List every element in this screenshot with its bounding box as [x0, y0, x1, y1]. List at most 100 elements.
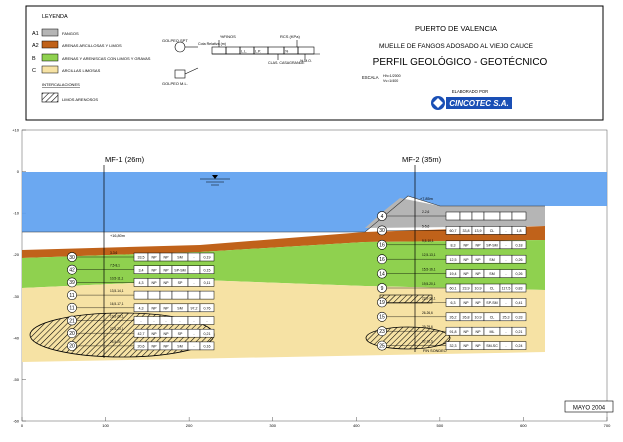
spt-value: 20	[69, 331, 75, 337]
x-tick-label: 500	[437, 423, 444, 428]
spt-value: 16	[379, 257, 385, 263]
data-cell-value: 0,41	[516, 301, 523, 305]
data-cell-value: NP	[152, 256, 158, 260]
legend-swatch	[41, 53, 59, 62]
y-tick-label: -50	[13, 377, 20, 382]
spt-value: 11	[69, 306, 74, 312]
layer-a2	[22, 226, 545, 258]
data-cell-value: NP	[476, 344, 482, 348]
data-cell-value: 33,8	[463, 229, 470, 233]
data-cell-value: 25,3	[503, 315, 510, 319]
data-cell-value: 10,9	[475, 315, 482, 319]
data-cell-value: CL	[490, 229, 495, 233]
data-cell-value: 26,8	[463, 315, 470, 319]
sample-depth: 32-32,6	[422, 340, 433, 344]
data-cell-value: 60,7	[450, 229, 457, 233]
y-tick-label: -40	[13, 335, 20, 340]
y-tick-label: -20	[13, 252, 20, 257]
data-cell-value: 33,5	[138, 256, 145, 260]
data-cell-value: 0,26	[516, 258, 523, 262]
data-cell-value: -	[193, 345, 195, 349]
data-cell	[511, 326, 527, 336]
spt-value: 42	[69, 268, 75, 274]
data-cell-value: -	[193, 281, 195, 285]
spt-value: 21	[69, 318, 75, 324]
sample-depth: 16,5-17,1	[110, 302, 124, 306]
sample-depth: 3-3,6	[110, 251, 117, 255]
data-cell-value: 3,4	[139, 268, 144, 272]
spt-value: 25	[379, 343, 385, 349]
data-cell-value: 0,21	[204, 332, 211, 336]
sample-depth: 2-2,6	[422, 210, 429, 214]
sample-depth: 10,5-11,1	[110, 276, 123, 280]
data-cell-value: 13,9	[475, 229, 482, 233]
spt-value: 19	[379, 300, 385, 306]
data-cell-value: 8,3	[451, 243, 456, 247]
data-cell-value: 0,83	[516, 287, 523, 291]
data-cell-value: NP	[152, 306, 158, 310]
data-cell-value: NP	[164, 332, 170, 336]
data-cell-value: SM	[177, 306, 182, 310]
data-cell-value: 60,1	[450, 287, 457, 291]
data-cell-value: 4,3	[139, 306, 144, 310]
data-cell-value: -	[505, 344, 507, 348]
header-project: MUELLE DE FANGOS ADOSADO AL VIEJO CAUCE	[379, 43, 534, 50]
data-cell-value: NP	[464, 344, 470, 348]
sample-depth: 22,5-23,1	[110, 327, 124, 331]
data-cell	[199, 303, 215, 313]
data-cell-value: CL	[490, 315, 495, 319]
sample-depth: 5-5,6	[422, 224, 429, 228]
level-label-mf1: +16,80m	[110, 234, 125, 238]
legend-code: B	[32, 56, 36, 62]
spt-value: 30	[379, 228, 385, 234]
data-cell	[511, 240, 527, 250]
data-cell	[187, 290, 201, 300]
made-by-label: ELABORADO POR	[452, 89, 488, 94]
legend-item-b: B ARENAS Y ARENISCAS CON LIMOS Y GRAVAS	[32, 53, 151, 62]
sample-depth: 22,5-23,1	[422, 296, 436, 300]
data-cell-value: NP	[164, 281, 170, 285]
y-tick-label: +10	[12, 128, 20, 133]
sample-depth: 19,5-20,1	[110, 315, 124, 319]
key-lp: L.P.	[255, 50, 261, 54]
data-cell-value: NP	[476, 258, 482, 262]
data-cell-value: NP	[164, 345, 170, 349]
x-tick-label: 700	[604, 423, 611, 428]
legend-swatch	[41, 40, 59, 49]
data-cell-value: 0,11	[204, 281, 211, 285]
x-tick-label: 300	[269, 423, 276, 428]
seabed-line	[22, 195, 545, 233]
key-ll: L.L.	[241, 50, 247, 54]
data-cell-value: SP-SM	[174, 268, 185, 272]
header-location: PUERTO DE VALENCIA	[415, 24, 497, 33]
data-cell-value: NP	[464, 330, 470, 334]
data-cell-value: SM	[489, 272, 494, 276]
data-cell	[199, 265, 215, 274]
sample-row: 42-2,6	[377, 210, 527, 221]
data-cell-value: NP	[476, 301, 482, 305]
borehole-mf1-name: MF-1 (26m)	[105, 155, 145, 164]
y-tick-label: -10	[13, 211, 20, 216]
key-finos: %FINOS	[220, 34, 236, 39]
data-cell-value: -	[505, 330, 507, 334]
data-cell-value: NP	[152, 332, 158, 336]
data-cell	[199, 278, 215, 287]
data-cell-value: -	[206, 319, 208, 323]
data-cell	[511, 312, 527, 322]
y-tick-label: -30	[13, 294, 20, 299]
data-cell-value: SP	[178, 281, 183, 285]
data-cell-value: NP	[164, 256, 170, 260]
key-golpeo-ml: GOLPEO M.L.	[162, 81, 188, 86]
key-pct: %	[285, 50, 289, 54]
legend-code: A1	[32, 31, 39, 37]
data-cell-value: 0,18	[516, 243, 523, 247]
